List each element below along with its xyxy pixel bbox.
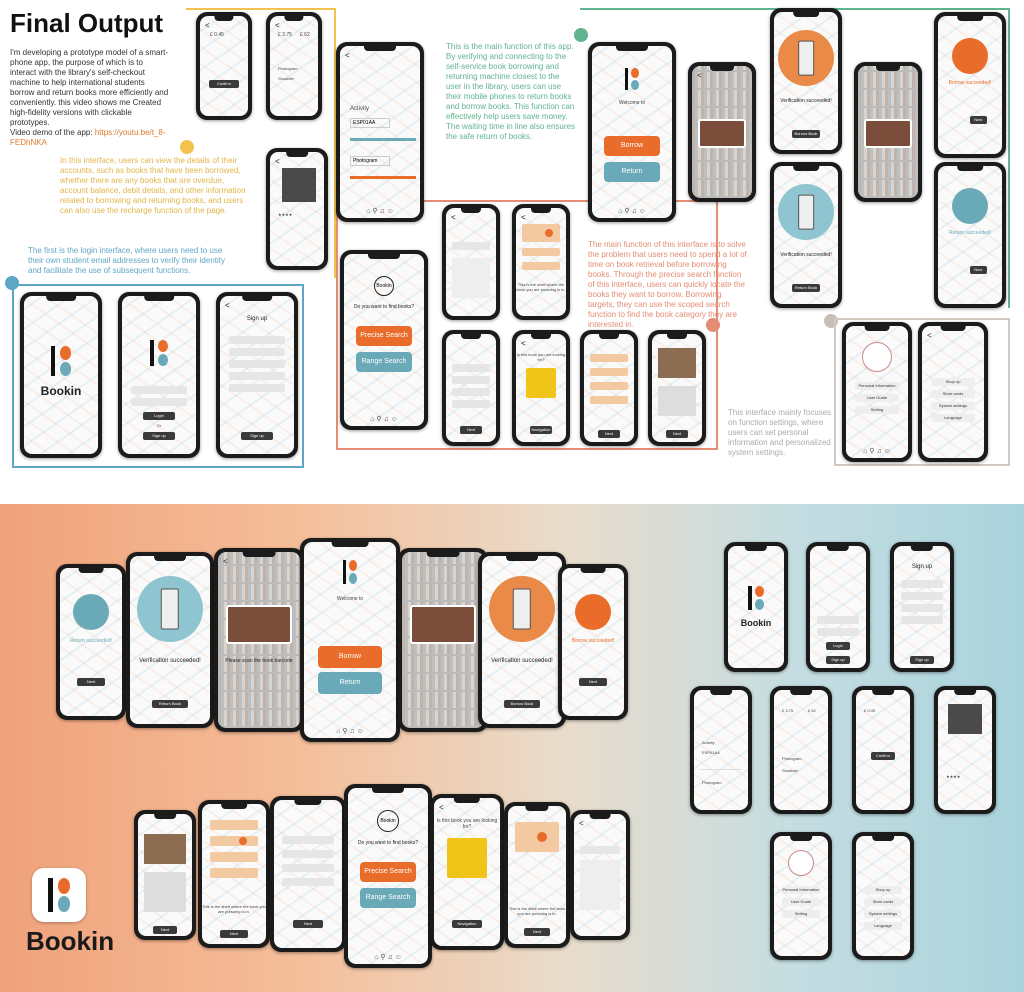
show-shelf-hint: This is the shelf where the book you are… [198, 800, 270, 948]
phone-scan-shelf-2 [854, 62, 922, 202]
show-search-form: Next [270, 796, 346, 952]
page-title: Final Output [10, 8, 164, 38]
phone-borrow-ok: Borrow succeeded!Next [934, 12, 1006, 158]
top-section: Final Output I'm developing a prototype … [5, 8, 1010, 468]
show-verify-teal: Verification succeeded!Return Book [126, 552, 214, 728]
desc-account: In this interface, users can view the de… [60, 156, 246, 215]
phone-verify-teal: Verification succeeded!Return Book [770, 162, 842, 308]
show-precise-search-button[interactable]: Precise Search [360, 862, 416, 882]
blue-marker [5, 276, 19, 290]
bottom-showcase: Return succeeded!Next Verification succe… [0, 504, 1024, 992]
brand-name: Bookin [26, 926, 115, 956]
desc-login: The first is the login interface, where … [28, 246, 225, 275]
show-borrow-button[interactable]: Borrow [317, 646, 383, 668]
show-is-this-book: <Is this book you are looking for?Naviga… [430, 794, 504, 950]
phone-is-this-book: <Is this book you are looking for?Naviga… [512, 330, 570, 446]
phone-verify-orange: Verification succeeded!Borrow Book [770, 8, 842, 154]
show-scan-shelf-2 [398, 548, 488, 732]
desc-settings: This interface mainly focuses on functio… [728, 408, 832, 457]
desc-main: This is the main function of this app. B… [446, 42, 575, 141]
intro-text: I'm developing a prototype model of a sm… [10, 48, 169, 127]
show-search-cards: This is the shelf where the book you are… [504, 802, 570, 948]
green-marker [574, 28, 588, 42]
show-book-info: Next [134, 810, 196, 940]
phone-splash: Bookin [20, 292, 102, 458]
borrow-button[interactable]: Borrow [604, 136, 660, 156]
show-return-button[interactable]: Return [317, 672, 383, 694]
grid-book-detail: ★★★★ [934, 686, 996, 814]
login-frame [12, 284, 304, 468]
video-link[interactable]: https://youtu.be/t_8-FEDhNKA [10, 128, 166, 147]
phone-search-cards: <This is the shelf where the book you ar… [512, 204, 570, 320]
show-search-grid: < [570, 810, 630, 940]
return-button[interactable]: Return [604, 162, 660, 182]
phone-return-ok: Return succeeded!Next [934, 162, 1006, 308]
app-logo [32, 868, 86, 922]
desc-search: The main function of this interface is t… [588, 240, 747, 329]
show-scan-shelf: <Please scan the book barcode [214, 548, 304, 732]
phone-book-detail: <★★★★ [266, 148, 328, 270]
show-range-search-button[interactable]: Range Search [360, 888, 416, 908]
video-label: Video demo of the app: https://youtu.be/… [10, 128, 166, 147]
show-verify-orange: Verification succeeded!Borrow Book [478, 552, 566, 728]
account-frame [186, 8, 336, 278]
show-borrow-ok: Borrow succeeded!Next [558, 564, 628, 720]
phone-book-info: Next [648, 330, 706, 446]
settings-frame [834, 318, 1010, 466]
phone-scan-shelf: < [688, 62, 756, 202]
phone-search-grid: < [442, 204, 500, 320]
salmon-marker [706, 318, 720, 332]
precise-search-button[interactable]: Precise Search [356, 326, 412, 346]
show-return-ok: Return succeeded!Next [56, 564, 126, 720]
grid-splash: Bookin [724, 542, 788, 672]
phone-search-form: Next [442, 330, 500, 446]
yellow-marker [180, 140, 194, 154]
range-search-button[interactable]: Range Search [356, 352, 412, 372]
phone-shelf-hint: Next [580, 330, 638, 446]
